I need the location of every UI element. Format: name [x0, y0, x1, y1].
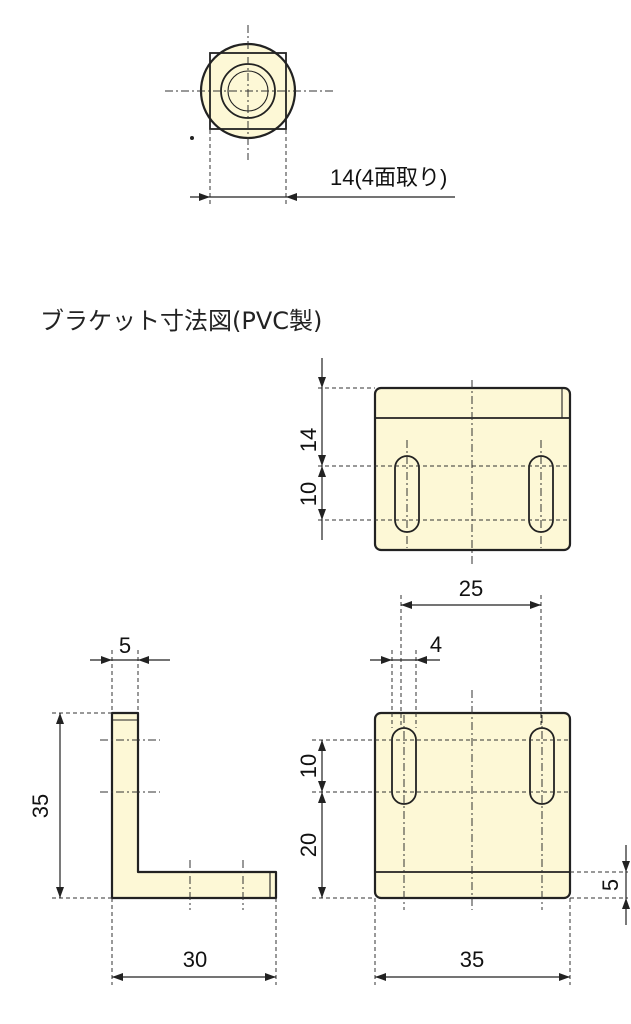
arrow: [286, 193, 297, 201]
dim-side-thickness: 5: [119, 633, 131, 658]
dim-top-slot: 10: [296, 482, 321, 506]
arrow: [559, 973, 570, 981]
round-part-top-view: 14(4面取り): [165, 25, 455, 205]
arrow: [318, 377, 326, 388]
flats-label: 14(4面取り): [330, 165, 447, 190]
arrow: [199, 193, 210, 201]
arrow: [375, 973, 386, 981]
side-view-outline: [110, 711, 278, 900]
dim-side-height: 35: [28, 794, 53, 818]
arrow: [318, 781, 326, 792]
dot-mark: [190, 136, 194, 140]
arrow: [138, 656, 149, 664]
bracket-top-view: 14 10: [296, 358, 572, 565]
bracket-title: ブラケット寸法図(PVC製): [40, 307, 322, 335]
arrow: [622, 861, 630, 872]
arrow: [318, 466, 326, 477]
dim-top-height: 14: [296, 428, 321, 452]
arrow: [530, 601, 541, 609]
dim-front-slot: 10: [296, 754, 321, 778]
arrow: [416, 656, 427, 664]
dim-front-offset: 20: [296, 833, 321, 857]
arrow: [56, 713, 64, 724]
arrow: [318, 887, 326, 898]
arrow: [101, 656, 112, 664]
arrow: [112, 973, 123, 981]
dim-front-width: 35: [460, 947, 484, 972]
dim-slot-width: 4: [430, 632, 442, 657]
arrow: [622, 898, 630, 909]
arrow: [318, 740, 326, 751]
arrow: [265, 973, 276, 981]
dim-base-thickness: 5: [598, 879, 623, 891]
dim-hole-spacing: 25: [459, 576, 483, 601]
arrow: [318, 455, 326, 466]
dim-side-length: 30: [183, 947, 207, 972]
bracket-side-view: 5 35 30: [28, 633, 278, 985]
arrow: [56, 887, 64, 898]
arrow: [318, 792, 326, 803]
arrow: [318, 509, 326, 520]
bracket-front-view: 25 4 10 20 5 35: [296, 576, 630, 985]
arrow: [381, 656, 392, 664]
arrow: [401, 601, 412, 609]
